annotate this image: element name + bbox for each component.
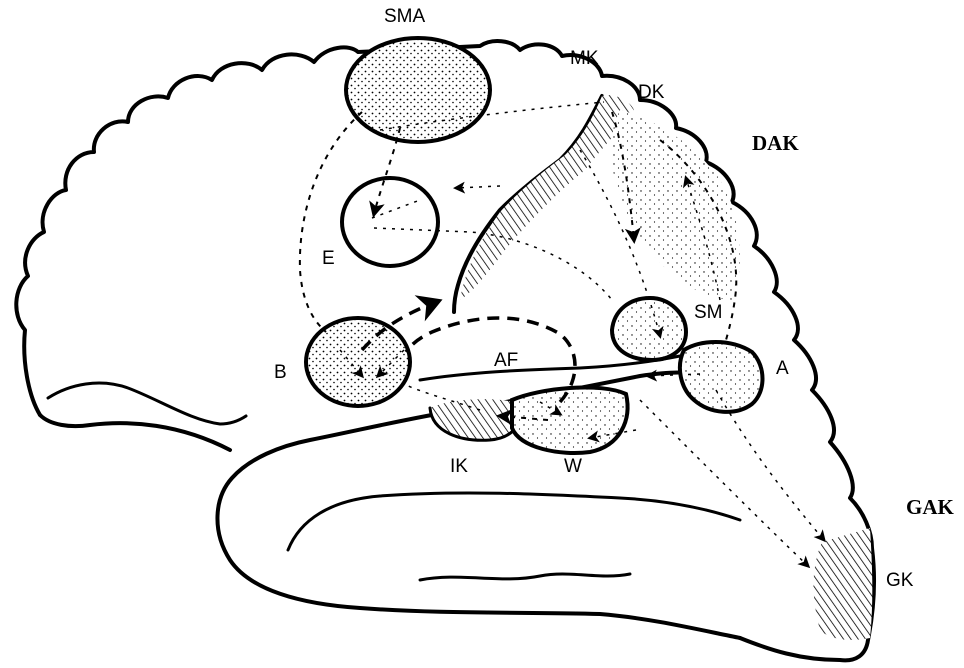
w-area [512, 387, 628, 453]
e-area [342, 178, 438, 266]
label-a: A [776, 358, 789, 379]
path-sma-b [300, 112, 362, 332]
b-area [306, 318, 410, 406]
label-w: W [564, 456, 582, 477]
label-b: B [274, 362, 287, 383]
label-gak: GAK [906, 495, 955, 519]
sma-area [346, 38, 490, 142]
label-af: AF [494, 350, 518, 371]
path-sma-e [374, 128, 400, 214]
frontal-sulcus [48, 383, 246, 424]
dak-area [611, 110, 740, 300]
label-e: E [322, 248, 335, 269]
label-ik: IK [450, 456, 468, 477]
label-sm: SM [694, 302, 723, 323]
superior-temporal-sulcus [288, 493, 740, 550]
label-dk: DK [638, 82, 665, 103]
a-area [680, 342, 763, 412]
label-gk: GK [886, 570, 914, 591]
motor-cortex-strip [460, 95, 634, 300]
label-mk: MK [570, 48, 599, 69]
sm-area [612, 298, 686, 360]
inferior-temporal-sulcus [420, 574, 630, 580]
label-dak: DAK [752, 131, 799, 155]
gk-area [814, 528, 873, 640]
path-motor-e [456, 186, 500, 188]
path-w-gk [640, 400, 808, 566]
label-sma: SMA [384, 6, 426, 27]
